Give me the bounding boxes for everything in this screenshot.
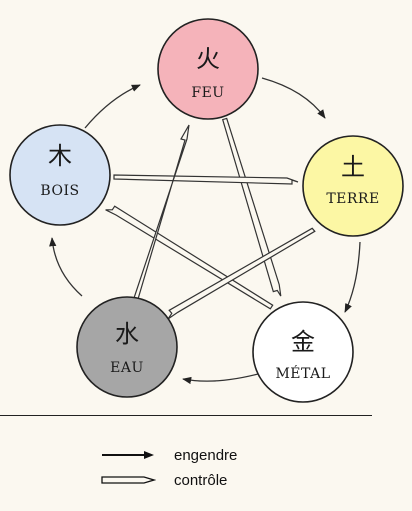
element-circle-wood bbox=[9, 124, 111, 226]
legend-arrow-generates-icon bbox=[102, 451, 154, 459]
element-char-water: 水 bbox=[115, 320, 139, 348]
element-circle-water bbox=[76, 296, 178, 398]
legend-arrow-controls-icon bbox=[101, 476, 156, 484]
legend-divider bbox=[0, 415, 372, 416]
element-char-metal: 金 bbox=[291, 328, 315, 356]
generate-arrow-fire-to-earth bbox=[261, 77, 326, 119]
element-label-earth: TERRE bbox=[326, 191, 379, 207]
generate-arrow-wood-to-fire bbox=[84, 84, 141, 129]
generate-arrow-water-to-wood bbox=[49, 237, 83, 297]
generate-arrow-earth-to-metal bbox=[344, 241, 361, 313]
element-node-water: 水 EAU bbox=[76, 296, 178, 398]
element-circle-earth bbox=[302, 135, 404, 237]
legend-item-generates: engendre bbox=[100, 445, 237, 465]
control-arrow-earth-to-water bbox=[167, 227, 316, 320]
element-char-wood: 木 bbox=[48, 142, 72, 170]
element-circle-fire bbox=[157, 18, 259, 120]
element-node-metal: 金 MÉTAL bbox=[252, 301, 354, 403]
legend-label-generates: engendre bbox=[174, 446, 238, 464]
legend-label-controls: contrôle bbox=[174, 471, 228, 489]
generate-arrow-metal-to-water bbox=[182, 373, 259, 385]
element-circle-metal bbox=[252, 301, 354, 403]
element-node-wood: 木 BOIS bbox=[9, 124, 111, 226]
control-arrow-water-to-fire bbox=[133, 124, 190, 300]
control-arrow-wood-to-earth bbox=[113, 174, 299, 185]
element-char-fire: 火 bbox=[196, 45, 220, 73]
element-char-earth: 土 bbox=[341, 153, 365, 181]
element-label-fire: FEU bbox=[191, 85, 224, 101]
five-elements-diagram: 火 FEU 土 TERRE 金 MÉTAL 水 EAU 木 BOIS bbox=[9, 18, 404, 403]
control-arrow-metal-to-wood bbox=[105, 205, 274, 310]
legend-item-controls: contrôle bbox=[100, 470, 227, 490]
element-label-water: EAU bbox=[110, 360, 144, 376]
element-label-metal: MÉTAL bbox=[275, 364, 330, 382]
element-node-fire: 火 FEU bbox=[157, 18, 259, 120]
control-arrow-fire-to-metal bbox=[221, 117, 282, 297]
element-label-wood: BOIS bbox=[40, 183, 79, 199]
element-node-earth: 土 TERRE bbox=[302, 135, 404, 237]
